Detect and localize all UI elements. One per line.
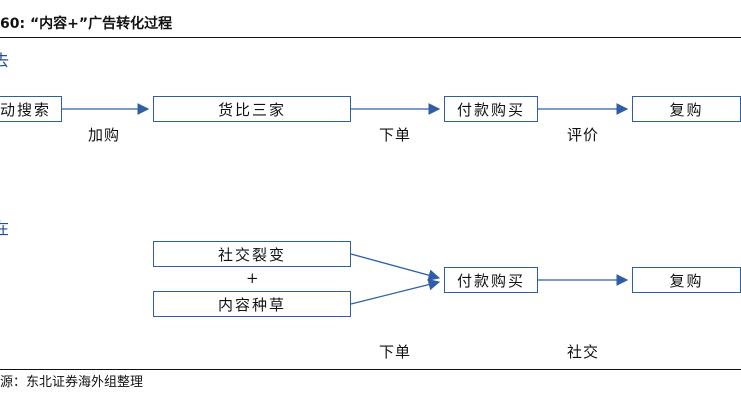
bottom-rule xyxy=(0,369,741,370)
section-label-top: 去 xyxy=(0,51,10,70)
section-label-bottom: 在 xyxy=(0,219,10,238)
top-rule xyxy=(0,37,741,38)
box-repurchase: 复购 xyxy=(632,96,741,122)
arrow-social-to-pay xyxy=(350,253,441,281)
label-social: 社交 xyxy=(567,343,600,361)
figure-title: 60: “内容+”广告转化过程 xyxy=(0,16,173,32)
box-pay: 付款购买 xyxy=(444,96,538,122)
box-compare: 货比三家 xyxy=(153,96,351,122)
label-order-top: 下单 xyxy=(379,126,412,144)
box-pay-bottom: 付款购买 xyxy=(444,267,538,293)
box-search: 动搜索 xyxy=(0,96,62,122)
box-social-fission: 社交裂变 xyxy=(153,241,351,267)
box-repurchase-bottom: 复购 xyxy=(632,267,741,293)
plus-sign: + xyxy=(246,269,260,287)
box-content-seeding: 内容种草 xyxy=(153,291,351,317)
label-order-bottom: 下单 xyxy=(379,343,412,361)
label-review: 评价 xyxy=(567,126,600,144)
source-note: 源：东北证券海外组整理 xyxy=(0,375,144,390)
label-add-to-cart: 加购 xyxy=(88,126,121,144)
arrow-content-to-pay xyxy=(350,278,441,305)
